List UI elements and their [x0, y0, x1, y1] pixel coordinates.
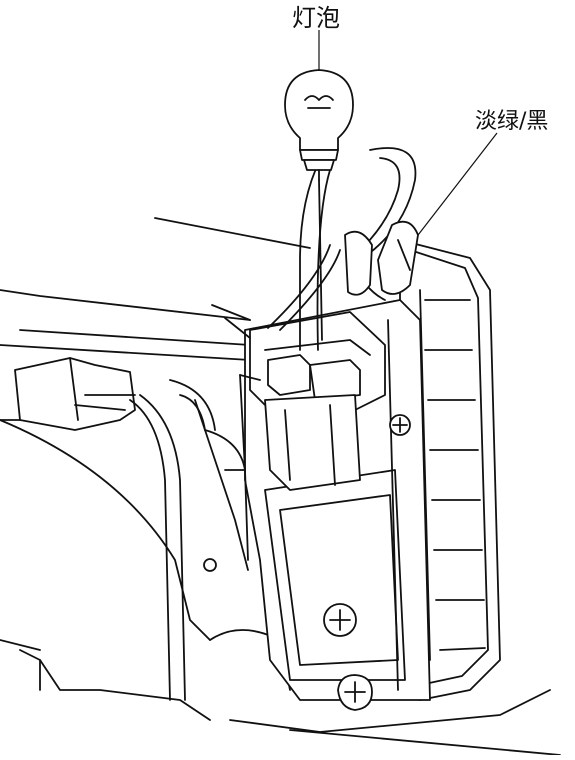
plate-screw — [323, 603, 357, 637]
left-components — [14, 357, 249, 701]
relay-mount-tabs — [211, 304, 261, 381]
wire-leader-line — [407, 132, 498, 249]
wire-label: 淡绿/黑 — [475, 109, 548, 134]
relay-connector — [249, 311, 386, 491]
machine-housing — [0, 217, 561, 756]
upper-screw — [389, 414, 411, 436]
wire-plug-clip — [344, 220, 419, 296]
bulb-label: 灯泡 — [292, 4, 340, 32]
test-bulb — [284, 69, 354, 341]
bottom-screw — [337, 674, 373, 711]
